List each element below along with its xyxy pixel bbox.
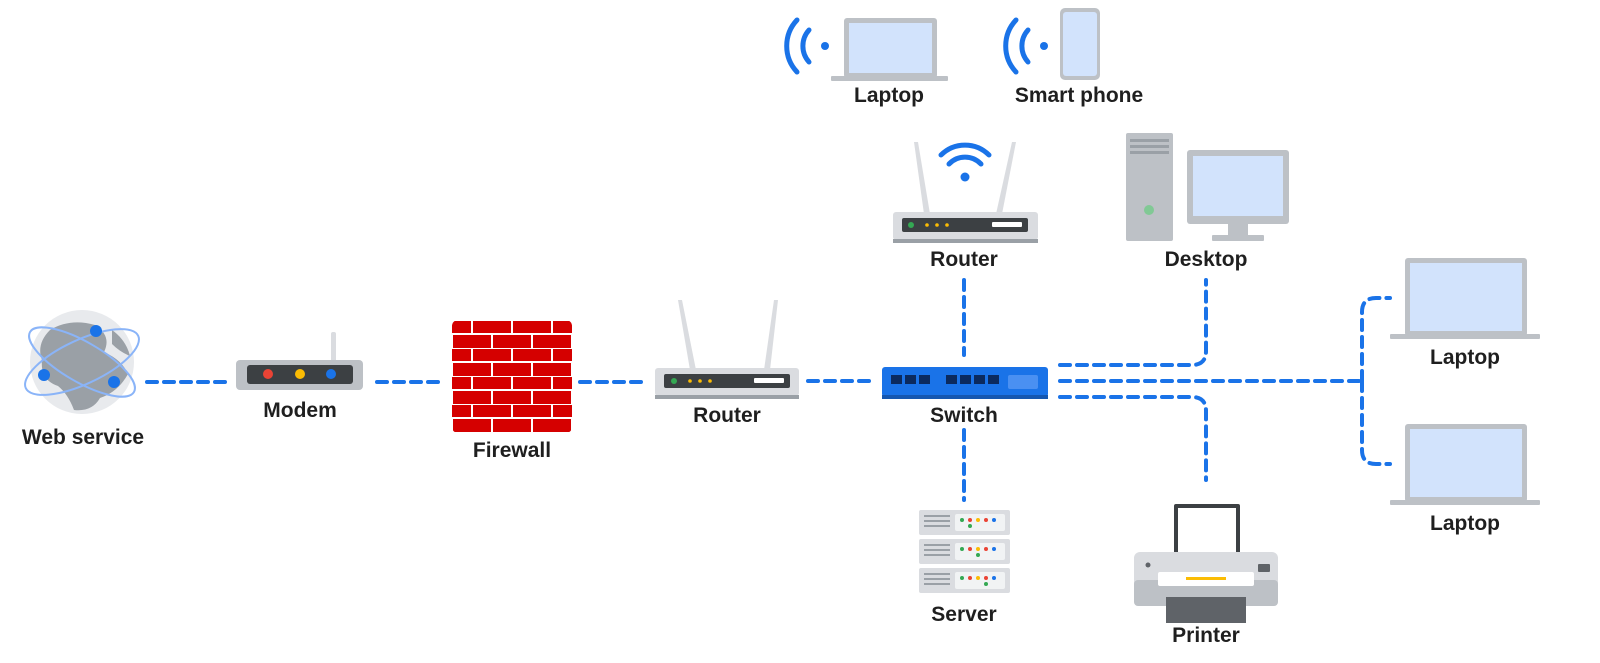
- firewall-icon: [452, 320, 572, 433]
- desktop-label: Desktop: [1164, 248, 1248, 271]
- laptop-right-2-label: Laptop: [1430, 512, 1500, 535]
- laptop-right-1-label: Laptop: [1430, 346, 1500, 369]
- laptop-top-label: Laptop: [854, 84, 924, 107]
- globe-icon: [24, 310, 140, 414]
- link-switch-printer: [1058, 395, 1208, 482]
- laptop-right-1-icon: [1390, 258, 1540, 339]
- link-switch-desktop: [1058, 278, 1208, 367]
- wifi-router-label: Router: [930, 248, 998, 271]
- router-icon: [655, 300, 799, 399]
- firewall-label: Firewall: [472, 439, 552, 462]
- link-switch-laptops: [1058, 296, 1392, 466]
- server-label: Server: [931, 603, 997, 626]
- wifi-router-icon: [893, 142, 1038, 243]
- laptop-wifi-icon: [784, 17, 829, 75]
- printer-icon: [1134, 504, 1278, 623]
- desktop-icon: [1126, 133, 1289, 241]
- phone-wifi-icon: [1003, 17, 1048, 75]
- smart-phone-label: Smart phone: [1014, 84, 1144, 107]
- modem-label: Modem: [263, 399, 337, 422]
- modem-icon: [236, 332, 363, 390]
- laptop-top-icon: [831, 18, 948, 81]
- switch-label: Switch: [930, 404, 998, 427]
- printer-label: Printer: [1172, 624, 1240, 647]
- switch-icon: [882, 367, 1048, 399]
- router-label: Router: [693, 404, 761, 427]
- laptop-right-2-icon: [1390, 424, 1540, 505]
- smart-phone-icon: [1060, 8, 1100, 80]
- server-icon: [919, 510, 1010, 593]
- web-service-label: Web service: [21, 426, 145, 449]
- links: [145, 278, 1392, 502]
